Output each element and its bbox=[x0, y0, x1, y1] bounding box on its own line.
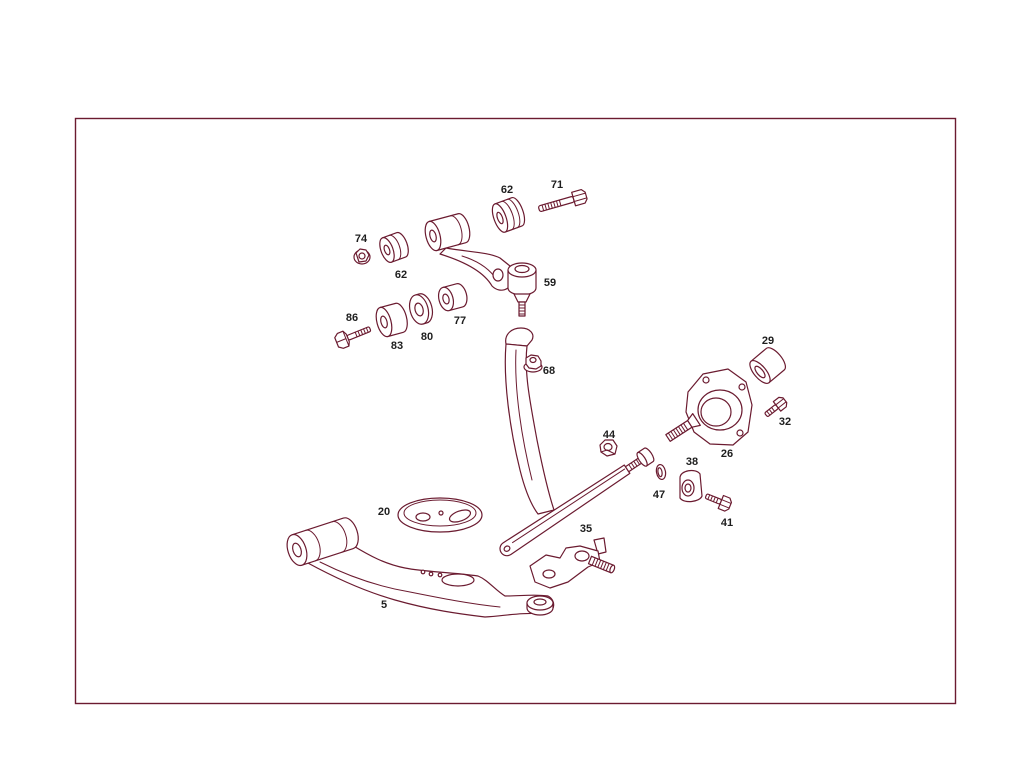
bracket-35 bbox=[529, 537, 616, 589]
nut-68 bbox=[523, 354, 543, 373]
bushing-29 bbox=[749, 347, 787, 384]
callout-20: 20 bbox=[378, 506, 390, 518]
strut-bar bbox=[504, 327, 555, 515]
washer-80 bbox=[408, 293, 434, 325]
lower-control-arm-5 bbox=[286, 517, 555, 618]
callout-86: 86 bbox=[346, 312, 358, 324]
callout-29: 29 bbox=[762, 335, 774, 347]
bushing-83 bbox=[375, 302, 408, 338]
bolt-41 bbox=[704, 493, 733, 512]
nut-44 bbox=[599, 439, 618, 457]
callout-71: 71 bbox=[551, 179, 563, 191]
callout-47: 47 bbox=[653, 489, 665, 501]
strut-rod bbox=[499, 447, 655, 557]
callout-68: 68 bbox=[543, 365, 555, 377]
diagram-frame bbox=[74, 117, 957, 705]
ball-joint-26 bbox=[665, 368, 753, 446]
callout-62-left: 62 bbox=[395, 269, 407, 281]
callout-32: 32 bbox=[779, 416, 791, 428]
clamp-38 bbox=[679, 469, 703, 503]
callout-83: 83 bbox=[391, 340, 403, 352]
nut-74 bbox=[353, 248, 371, 265]
bolt-32 bbox=[764, 396, 788, 417]
callout-44: 44 bbox=[603, 429, 616, 441]
callout-35: 35 bbox=[580, 523, 592, 535]
callout-77: 77 bbox=[454, 315, 466, 327]
bushing-62-upper bbox=[491, 197, 526, 233]
callout-80: 80 bbox=[421, 331, 433, 343]
spring-pad-20 bbox=[397, 497, 483, 533]
callout-26: 26 bbox=[721, 448, 733, 460]
callout-41: 41 bbox=[721, 517, 733, 529]
callout-38: 38 bbox=[686, 456, 698, 468]
callout-5: 5 bbox=[381, 599, 387, 611]
callout-59: 59 bbox=[544, 277, 556, 289]
bushing-77 bbox=[437, 283, 468, 312]
washer-47 bbox=[655, 463, 667, 481]
bolt-86 bbox=[334, 326, 372, 349]
bushing-62-left bbox=[379, 231, 409, 263]
callout-74: 74 bbox=[355, 233, 368, 245]
upper-control-arm-59 bbox=[424, 213, 537, 317]
callout-62-upper: 62 bbox=[501, 184, 513, 196]
bolt-71 bbox=[538, 188, 588, 213]
